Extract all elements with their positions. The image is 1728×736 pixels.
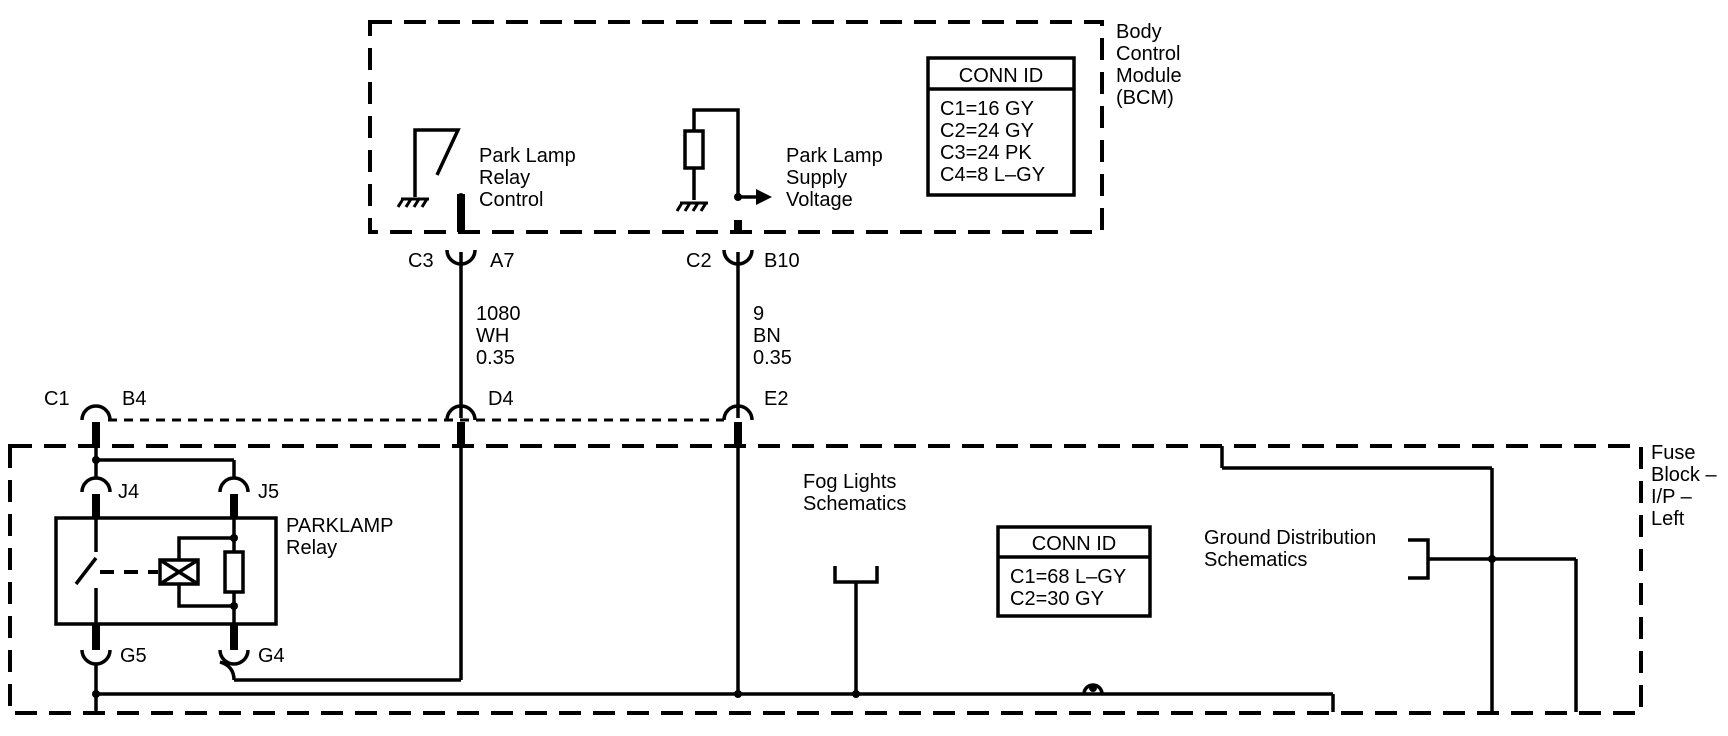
bcm-conn-c3-label: C3: [408, 250, 434, 272]
fog-lights-schematics-label: Fog Lights Schematics: [803, 471, 906, 515]
relay-pin-j5-label: J5: [258, 481, 279, 503]
bcm-module-name: Body Control Module (BCM): [1116, 21, 1187, 109]
wire-1080-label: 1080 WH 0.35: [476, 303, 526, 369]
supply-voltage-resistor-symbol: [683, 108, 772, 232]
ground-distribution-schematics-label: Ground Distribution Schematics: [1204, 527, 1382, 571]
relay-pin-g5: [80, 649, 112, 666]
wire-9-label: 9 BN 0.35: [753, 303, 792, 369]
fuse-conn-id-list: C1=68 L–GY C2=30 GY: [1010, 566, 1131, 610]
relay-pin-g4: [218, 649, 250, 666]
relay-pin-j5: [218, 476, 250, 493]
fog-lights-reference-bracket: [833, 566, 879, 694]
fuse-pin-b4-label: B4: [122, 388, 146, 410]
fuse-conn-c1-label: C1: [44, 388, 70, 410]
relay-pin-g5-label: G5: [120, 645, 147, 667]
relay-pin-g4-label: G4: [258, 645, 285, 667]
relay-control-switch-symbol: [413, 128, 465, 232]
bcm-conn-c2-label: C2: [686, 250, 712, 272]
parklamp-relay-label: PARKLAMP Relay: [286, 515, 399, 559]
fuse-conn-d4: [445, 404, 477, 421]
bcm-ground-icon-left: [396, 197, 429, 208]
bcm-pin-a7-label: A7: [490, 250, 514, 272]
relay-pin-j4: [80, 476, 112, 493]
relay-control-label: Park Lamp Relay Control: [479, 145, 581, 211]
bcm-conn-id-table: CONN ID C1=16 GY C2=24 GY C3=24 PK C4=8 …: [926, 56, 1076, 197]
parklamp-relay-symbol: [54, 516, 278, 626]
bcm-pin-b10-label: B10: [764, 250, 800, 272]
supply-voltage-label: Park Lamp Supply Voltage: [786, 145, 888, 211]
fuse-conn-e2: [722, 404, 754, 421]
relay-pin-j4-label: J4: [118, 481, 139, 503]
bcm-conn-id-list: C1=16 GY C2=24 GY C3=24 PK C4=8 L–GY: [940, 98, 1045, 186]
fuse-pin-e2-label: E2: [764, 388, 788, 410]
fuse-conn-b4: [80, 404, 112, 421]
fuse-conn-id-title: CONN ID: [1032, 533, 1116, 555]
fuse-block-name: Fuse Block – I/P – Left: [1651, 442, 1722, 530]
fuse-pin-d4-label: D4: [488, 388, 514, 410]
bcm-ground-icon-right: [675, 201, 708, 212]
fuse-conn-id-table: CONN ID C1=68 L–GY C2=30 GY: [996, 525, 1152, 618]
ground-distribution-bracket: [1220, 446, 1578, 712]
bcm-conn-id-title: CONN ID: [959, 65, 1043, 87]
